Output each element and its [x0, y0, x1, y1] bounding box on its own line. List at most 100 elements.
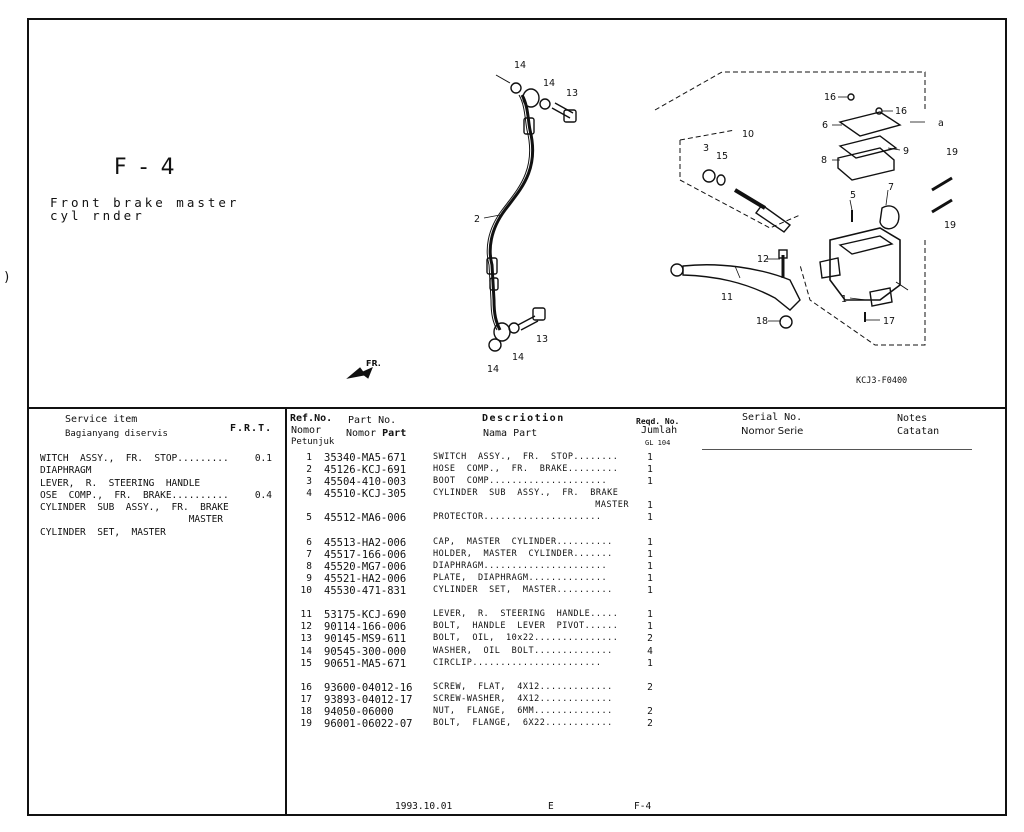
part-no-cell: 94050-06000 — [324, 705, 394, 718]
qty-cell: 1 — [647, 585, 653, 597]
footer-lang: E — [548, 801, 554, 812]
callout-1: 1 — [841, 294, 847, 305]
ref-no-cell: 8 — [306, 560, 312, 572]
callout-10: 10 — [742, 129, 754, 140]
callout-5: 5 — [850, 190, 856, 201]
qty-cell: 1 — [647, 464, 653, 476]
description-cell: CYLINDER SET, MASTER.......... — [433, 585, 613, 596]
serial-no-header: Serial No. — [742, 412, 803, 423]
ref-no-cell: 9 — [306, 572, 312, 584]
fr-label: FR. — [366, 359, 381, 368]
service-item-row: DIAPHRAGM — [40, 465, 272, 477]
qty-cell: 1 — [647, 536, 653, 548]
description-cell: BOOT COMP..................... — [433, 476, 608, 487]
qty-cell: 1 — [647, 560, 653, 572]
part-no-header-id: Nomor Part — [346, 428, 406, 440]
reqd-no-header: Reqd. No. — [636, 417, 680, 426]
callout-9: 9 — [903, 146, 909, 157]
ref-no-cell: 12 — [300, 621, 312, 633]
qty-cell: 1 — [647, 548, 653, 560]
ref-no-cell: 19 — [300, 718, 312, 730]
description-cell: CAP, MASTER CYLINDER.......... — [433, 536, 613, 547]
header-divider — [27, 407, 1007, 409]
description-cell: PROTECTOR..................... — [433, 512, 602, 523]
service-item-row: LEVER, R. STEERING HANDLE — [40, 478, 272, 490]
ref-no-cell: 17 — [300, 693, 312, 705]
part-no-cell: 93600-04012-16 — [324, 681, 413, 694]
service-item-row: OSE COMP., FR. BRAKE..........0.4 — [40, 490, 272, 502]
qty-cell: 2 — [647, 633, 653, 645]
ref-no-cell: 7 — [306, 548, 312, 560]
column-divider — [285, 407, 287, 816]
service-item-text: LEVER, R. STEERING HANDLE — [40, 477, 201, 489]
service-item-text: CYLINDER SET, MASTER — [40, 526, 166, 538]
qty-cell: 1 — [647, 657, 653, 669]
part-no-header-id-b: Part — [382, 428, 407, 439]
ref-no-header-id2: Petunjuk — [291, 437, 335, 447]
part-no-cell: 45530-471-831 — [324, 585, 407, 598]
description-cell: BOLT, FLANGE, 6X22............ — [433, 718, 613, 729]
qty-cell: 2 — [647, 681, 653, 693]
service-item-frt: 0.1 — [254, 453, 272, 464]
service-item-text: WITCH ASSY., FR. STOP......... — [40, 453, 229, 464]
qty-cell: 2 — [647, 718, 653, 730]
description-cell: CYLINDER SUB ASSY., FR. BRAKE — [433, 488, 619, 499]
qty-cell: 4 — [647, 645, 653, 657]
description-cell: DIAPHRAGM...................... — [433, 560, 608, 571]
qty-cell: 1 — [647, 572, 653, 584]
callout-17: 17 — [883, 316, 895, 327]
part-no-cell: 90145-MS9-611 — [324, 633, 407, 646]
service-item-header-id: Bagianyang diservis — [65, 429, 168, 439]
figure-title-line-2: cyl rnder — [50, 208, 145, 223]
description-cell: SCREW-WASHER, 4X12............. — [433, 693, 613, 704]
part-no-cell: 90114-166-006 — [324, 621, 407, 634]
callout-14-bottom-b: 14 — [487, 364, 499, 375]
part-no-cell: 45517-166-006 — [324, 548, 407, 561]
footer-page: F-4 — [634, 801, 652, 812]
qty-cell: 1 — [647, 512, 653, 524]
callout-2: 2 — [474, 214, 480, 225]
part-no-cell: 90545-300-000 — [324, 645, 407, 658]
part-no-cell: 93893-04012-17 — [324, 693, 413, 706]
callout-19-b: 19 — [944, 220, 956, 231]
callout-16-a: 16 — [824, 92, 836, 103]
figure-title: Front brake master cyl rnder — [50, 196, 239, 222]
part-no-cell: 45512-MA6-006 — [324, 512, 407, 525]
description-cell: NUT, FLANGE, 6MM.............. — [433, 705, 613, 716]
service-item-text: CYLINDER SUB ASSY., FR. BRAKE — [40, 502, 229, 514]
ref-no-header-id1: Nomor — [291, 425, 322, 436]
description-cell: CIRCLIP....................... — [433, 657, 602, 668]
service-item-text: DIAPHRAGM — [40, 465, 92, 477]
callout-14-top-b: 14 — [543, 78, 555, 89]
ref-no-cell: 18 — [300, 705, 312, 717]
service-item-row: WITCH ASSY., FR. STOP......... 0.1 — [40, 453, 272, 465]
edge-mark: ) — [3, 270, 11, 285]
callout-18: 18 — [756, 316, 768, 327]
qty-cell: 1 — [647, 500, 653, 512]
description-cell: BOLT, OIL, 10x22............... — [433, 633, 619, 644]
exploded-parts-diagram: 14 14 13 2 13 14 14 10 3 15 12 11 18 16 … — [346, 60, 958, 379]
ref-no-cell: 2 — [306, 464, 312, 476]
callout-7: 7 — [888, 182, 894, 193]
service-item-row: MASTER — [40, 514, 272, 526]
page-frame — [27, 18, 1007, 816]
callout-12: 12 — [757, 254, 769, 265]
figure-code: F - 4 — [114, 155, 178, 180]
notes-header-id: Catatan — [897, 426, 940, 437]
reqd-no-header-id: Jumlah — [641, 425, 678, 436]
frt-header: F.R.T. — [230, 423, 273, 434]
part-no-cell: 45504-410-003 — [324, 476, 407, 489]
callout-16-b: 16 — [895, 106, 907, 117]
ref-no-cell: 13 — [300, 633, 312, 645]
description-header: Descriotion — [482, 413, 565, 424]
description-cell: PLATE, DIAPHRAGM.............. — [433, 572, 608, 583]
callout-3: 3 — [703, 143, 709, 154]
qty-cell: 2 — [647, 705, 653, 717]
ref-no-cell: 11 — [300, 609, 312, 621]
ref-no-cell: 1 — [306, 452, 312, 463]
service-item-text: OSE COMP., FR. BRAKE.......... — [40, 489, 229, 501]
description-cell: HOSE COMP., FR. BRAKE......... — [433, 464, 619, 475]
callout-13-top: 13 — [566, 88, 578, 99]
part-no-cell: 45510-KCJ-305 — [324, 488, 407, 501]
